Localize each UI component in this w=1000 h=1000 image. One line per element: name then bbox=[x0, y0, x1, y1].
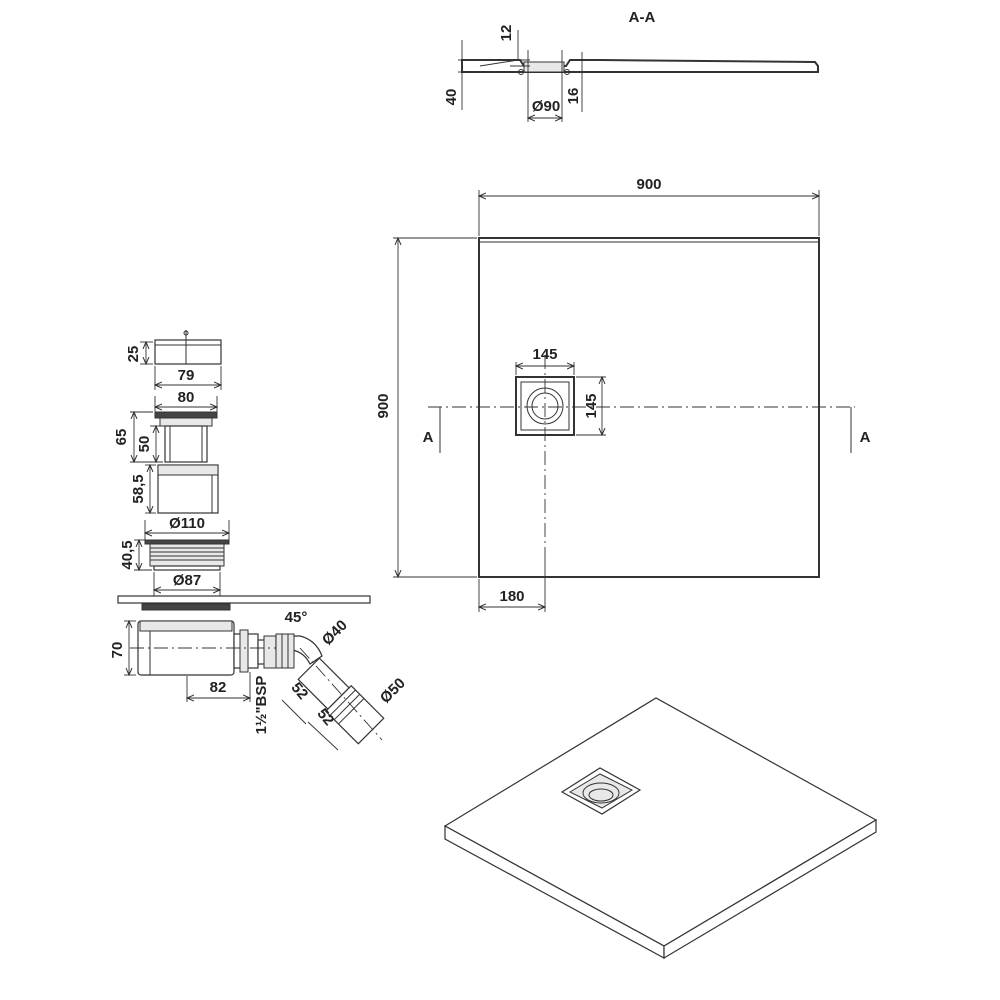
section-tray-profile bbox=[461, 59, 819, 73]
siphon-insert bbox=[154, 411, 218, 463]
iso-tray-top bbox=[443, 697, 878, 947]
section-dim-height: 40 bbox=[443, 89, 460, 106]
siphon-dim-angle: 45° bbox=[285, 609, 308, 626]
siphon-dim-cover-height: 25 bbox=[125, 346, 142, 363]
siphon-dim-pipe-large: Ø50 bbox=[377, 675, 409, 707]
siphon-dim-insert-total: 65 bbox=[113, 429, 130, 446]
siphon-dim-flange-diameter: Ø110 bbox=[169, 515, 205, 532]
plan-view: 900 900 145 145 180 A A bbox=[375, 176, 871, 612]
plan-dim-drain-width: 145 bbox=[532, 346, 557, 363]
plan-dim-drain-height: 145 bbox=[583, 393, 600, 418]
plan-section-mark-right: A bbox=[860, 429, 871, 446]
siphon-dim-cover-width: 79 bbox=[178, 367, 195, 384]
siphon-dim-trap-height: 70 bbox=[109, 642, 126, 659]
section-view: A-A 40 12 Ø90 16 bbox=[443, 9, 819, 122]
siphon-tray-plate bbox=[117, 595, 371, 604]
siphon-dim-insert-height: 50 bbox=[136, 436, 153, 453]
plan-tray-outline bbox=[478, 237, 820, 578]
plan-dim-drain-offset: 180 bbox=[499, 588, 524, 605]
siphon-cover bbox=[154, 330, 222, 365]
section-dim-drain-depth: 16 bbox=[565, 88, 582, 105]
section-dim-drain-diameter: Ø90 bbox=[532, 98, 560, 115]
siphon-dim-sleeve-height: 58,5 bbox=[130, 474, 147, 503]
section-drain bbox=[523, 61, 565, 73]
section-dim-top: 12 bbox=[498, 25, 515, 42]
isometric-view bbox=[443, 697, 878, 960]
siphon-thread: 1½"BSP bbox=[253, 676, 270, 735]
plan-dim-depth: 900 bbox=[375, 393, 392, 418]
plan-dim-width: 900 bbox=[636, 176, 661, 193]
siphon-elbow-pipes bbox=[275, 633, 385, 745]
siphon-dim-trap-length: 82 bbox=[210, 679, 227, 696]
siphon-sleeve bbox=[157, 464, 219, 514]
siphon-exploded-view: 25 79 80 65 50 58,5 bbox=[109, 330, 409, 751]
siphon-dim-insert-width: 80 bbox=[178, 389, 195, 406]
section-title: A-A bbox=[629, 9, 656, 26]
siphon-dim-body-diameter: Ø87 bbox=[173, 572, 201, 589]
siphon-body bbox=[144, 539, 230, 571]
iso-tray-side-right bbox=[663, 818, 877, 960]
siphon-dim-body-height: 40,5 bbox=[119, 540, 136, 569]
iso-drain bbox=[560, 767, 642, 815]
siphon-dim-pipe-small: Ø40 bbox=[319, 617, 351, 649]
plan-section-mark-left: A bbox=[423, 429, 434, 446]
